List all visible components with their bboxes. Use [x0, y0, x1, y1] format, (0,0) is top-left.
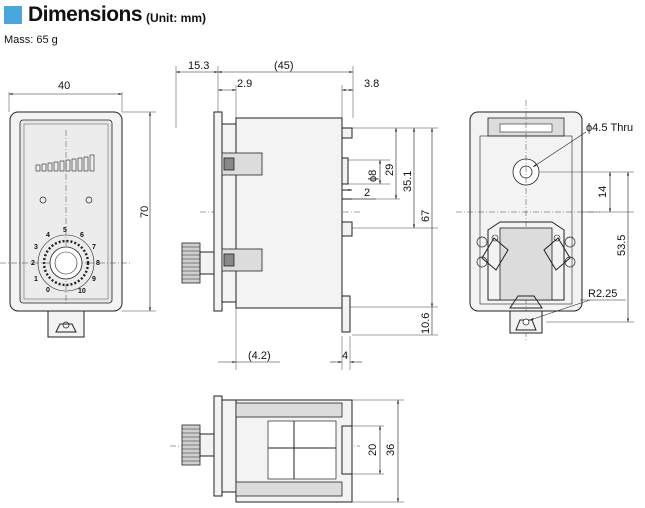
rear-dim-14: 14 — [597, 186, 609, 198]
svg-text:4: 4 — [46, 232, 50, 239]
svg-text:2: 2 — [31, 260, 35, 267]
rear-dim-53-5: 53.5 — [616, 235, 628, 256]
dial-knob — [37, 234, 95, 292]
svg-text:1: 1 — [34, 276, 38, 283]
front-view: 40 70 — [0, 80, 156, 338]
svg-text:9: 9 — [92, 276, 96, 283]
side-view: 15.3 (45) 2.9 3.8 ϕ8 29 35.1 67 10.6 2 — [175, 60, 438, 370]
svg-text:5: 5 — [63, 227, 67, 234]
dim-2-9: 2.9 — [237, 78, 252, 90]
unit-label: (Unit: mm) — [146, 11, 207, 25]
dim-15-3: 15.3 — [188, 60, 209, 72]
front-height-dim: 70 — [139, 206, 151, 218]
front-width-dim: 40 — [58, 80, 70, 92]
mass-label: Mass: 65 g — [4, 34, 58, 46]
dim-67: 67 — [420, 210, 432, 222]
rear-radius-dim: R2.25 — [588, 288, 617, 300]
dim-3-8: 3.8 — [364, 78, 379, 90]
bottom-dim-36: 36 — [385, 444, 397, 456]
svg-text:7: 7 — [92, 244, 96, 251]
rear-view: ϕ4.5 Thru R2.25 14 53.5 — [456, 100, 634, 340]
section-title: Dimensions — [28, 3, 143, 26]
svg-text:3: 3 — [34, 244, 38, 251]
dim-29: 29 — [384, 164, 396, 176]
dim-2: 2 — [364, 187, 370, 199]
dim-phi8: ϕ8 — [367, 170, 379, 182]
dim-4: 4 — [342, 350, 348, 362]
section-header: Dimensions (Unit: mm) — [4, 2, 206, 28]
svg-text:8: 8 — [96, 260, 100, 267]
section-marker-icon — [4, 6, 22, 24]
rear-hole-dim: ϕ4.5 Thru — [586, 122, 633, 134]
bottom-view: 20 36 — [170, 395, 404, 503]
level-indicator — [35, 154, 95, 172]
bottom-dim-20: 20 — [367, 444, 379, 456]
dial-scale: 0 1 2 3 4 5 6 7 8 9 10 — [31, 227, 100, 295]
dim-45: (45) — [274, 60, 294, 72]
dim-4-2: (4.2) — [248, 350, 271, 362]
svg-text:6: 6 — [80, 232, 84, 239]
svg-text:0: 0 — [46, 287, 50, 294]
svg-text:10: 10 — [78, 288, 86, 295]
dim-35-1: 35.1 — [402, 171, 414, 192]
dim-10-6: 10.6 — [420, 313, 432, 334]
